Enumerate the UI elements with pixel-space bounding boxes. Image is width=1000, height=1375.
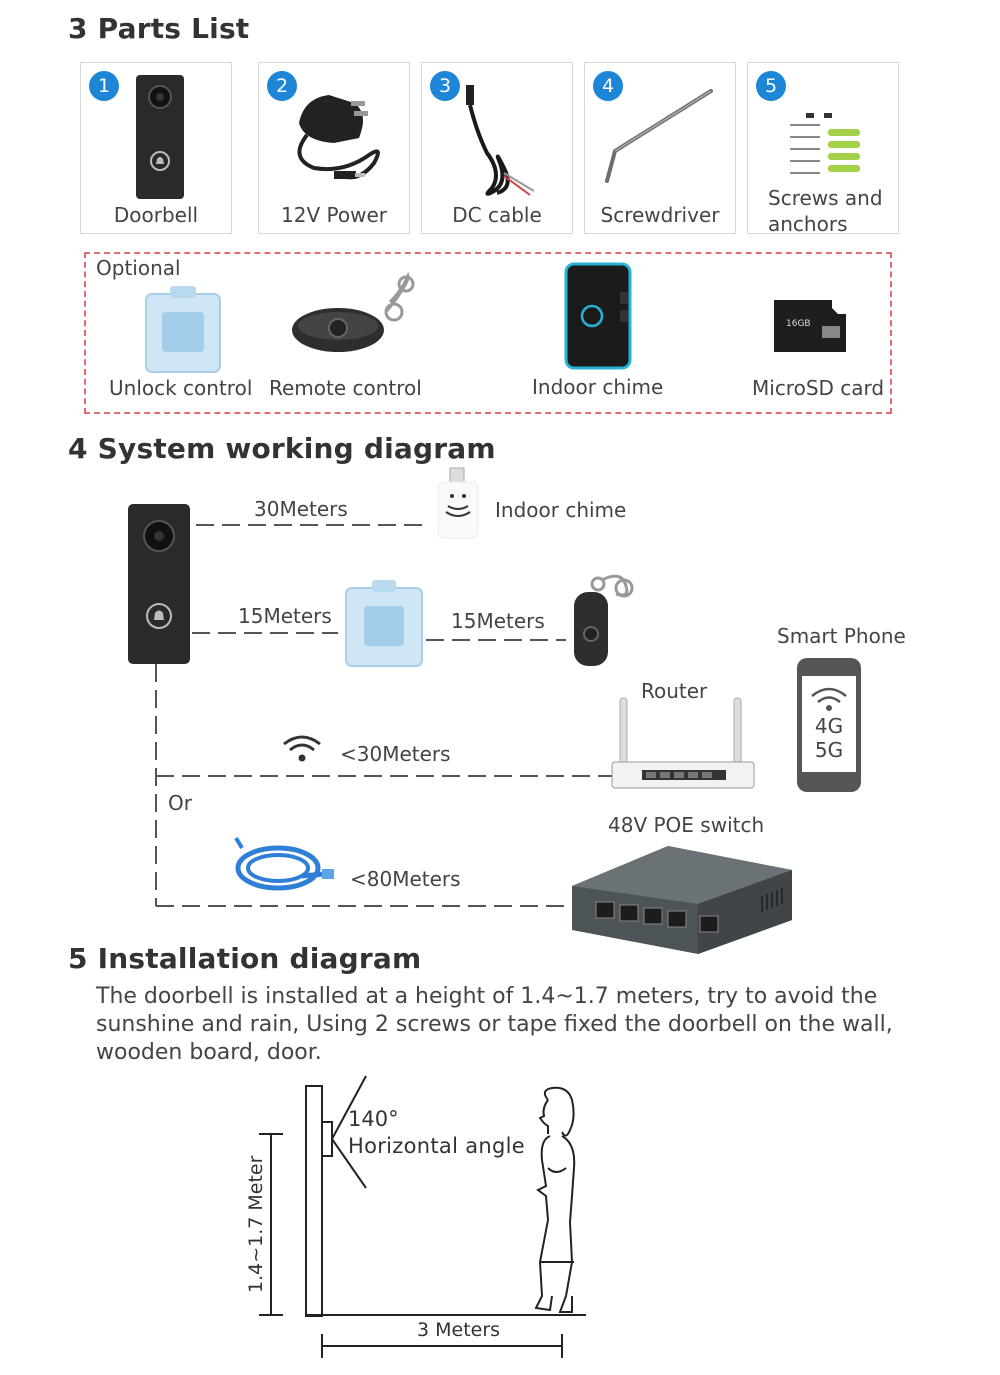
poe-switch-label: 48V POE switch bbox=[608, 813, 765, 837]
optional-accessories-box bbox=[84, 252, 892, 414]
or-label: Or bbox=[168, 791, 192, 815]
part-label: DC cable bbox=[452, 203, 542, 227]
part-number-badge: 4 bbox=[593, 71, 623, 101]
description-line: The doorbell is installed at a height of… bbox=[96, 984, 878, 1009]
distance-label: 3 Meters bbox=[417, 1319, 501, 1341]
distance-cable-label: <80Meters bbox=[350, 867, 461, 891]
screwdriver-icon bbox=[605, 89, 713, 183]
keyfob-remote-icon bbox=[574, 574, 634, 666]
part-label: Doorbell bbox=[113, 203, 199, 227]
phone-screen: 4G 5G bbox=[802, 676, 856, 772]
remote-control-icon bbox=[292, 272, 415, 352]
wifi-signal-icon bbox=[283, 735, 321, 762]
description-line: wooden board, door. bbox=[96, 1040, 322, 1065]
angle-value-label: 140° bbox=[348, 1107, 399, 1131]
person-figure bbox=[534, 1086, 576, 1313]
distance-to-unlock-label: 15Meters bbox=[238, 604, 332, 628]
part-label-line: Screws and bbox=[768, 186, 883, 210]
optional-item-unlock-control: Unlock control bbox=[109, 376, 253, 400]
smart-phone-label: Smart Phone bbox=[777, 624, 906, 648]
distance-to-chime-label: 30Meters bbox=[254, 497, 348, 521]
part-label: Screws and anchors bbox=[768, 185, 883, 237]
part-label: 12V Power bbox=[281, 203, 387, 227]
description-line: sunshine and rain, Using 2 screws or tap… bbox=[96, 1012, 893, 1037]
screws-anchors-icon bbox=[790, 113, 860, 174]
section-title-installation: 5 Installation diagram bbox=[68, 942, 422, 975]
ethernet-cable-icon bbox=[234, 836, 334, 891]
distance-to-remote-label: 15Meters bbox=[451, 609, 545, 633]
smart-phone-icon: 4G 5G bbox=[797, 658, 861, 792]
doorbell-icon bbox=[136, 75, 184, 199]
router-icon bbox=[611, 697, 755, 789]
doorbell-device-icon bbox=[128, 504, 190, 664]
dc-cable-icon bbox=[466, 85, 535, 196]
angle-description-label: Horizontal angle bbox=[348, 1134, 525, 1158]
part-label: Screwdriver bbox=[600, 203, 720, 227]
wifi-icon bbox=[811, 687, 847, 711]
installation-description: The doorbell is installed at a height of… bbox=[96, 983, 976, 1067]
unlock-module-icon bbox=[345, 580, 423, 667]
part-number-badge: 3 bbox=[430, 71, 460, 101]
part-card-dc-cable: 3 DC cable bbox=[421, 62, 573, 234]
phone-network-5g: 5G bbox=[814, 738, 844, 762]
distance-wifi-label: <30Meters bbox=[340, 742, 451, 766]
microsd-card-icon: 16GB bbox=[774, 300, 846, 352]
optional-title: Optional bbox=[96, 256, 181, 280]
part-number-badge: 5 bbox=[756, 71, 786, 101]
optional-item-remote-control: Remote control bbox=[269, 376, 422, 400]
unlock-control-icon bbox=[145, 286, 221, 373]
section-title-parts-list: 3 Parts List bbox=[68, 12, 250, 45]
poe-switch-icon bbox=[572, 846, 792, 954]
part-card-doorbell: 1 Doorbell bbox=[80, 62, 232, 234]
part-card-power-adapter: 2 12V Power bbox=[258, 62, 410, 234]
part-label-line: anchors bbox=[768, 212, 848, 236]
indoor-chime-label: Indoor chime bbox=[495, 498, 627, 522]
part-number-badge: 1 bbox=[89, 71, 119, 101]
wireless-chime-icon bbox=[437, 467, 479, 539]
part-card-screws-anchors: 5 Screws and anchors bbox=[747, 62, 899, 237]
indoor-chime-icon bbox=[564, 262, 632, 370]
height-label: 1.4~1.7 Meter bbox=[245, 1155, 267, 1293]
sd-capacity-text: 16GB bbox=[786, 319, 811, 329]
power-adapter-icon bbox=[297, 95, 380, 180]
part-number-badge: 2 bbox=[267, 71, 297, 101]
optional-item-microsd-card: MicroSD card bbox=[752, 376, 885, 400]
part-card-screwdriver: 4 Screwdriver bbox=[584, 62, 736, 234]
connection-lines bbox=[155, 524, 612, 907]
phone-network-4g: 4G bbox=[814, 714, 844, 738]
router-label: Router bbox=[641, 679, 708, 703]
section-title-system-diagram: 4 System working diagram bbox=[68, 432, 496, 465]
optional-item-indoor-chime: Indoor chime bbox=[532, 375, 664, 399]
